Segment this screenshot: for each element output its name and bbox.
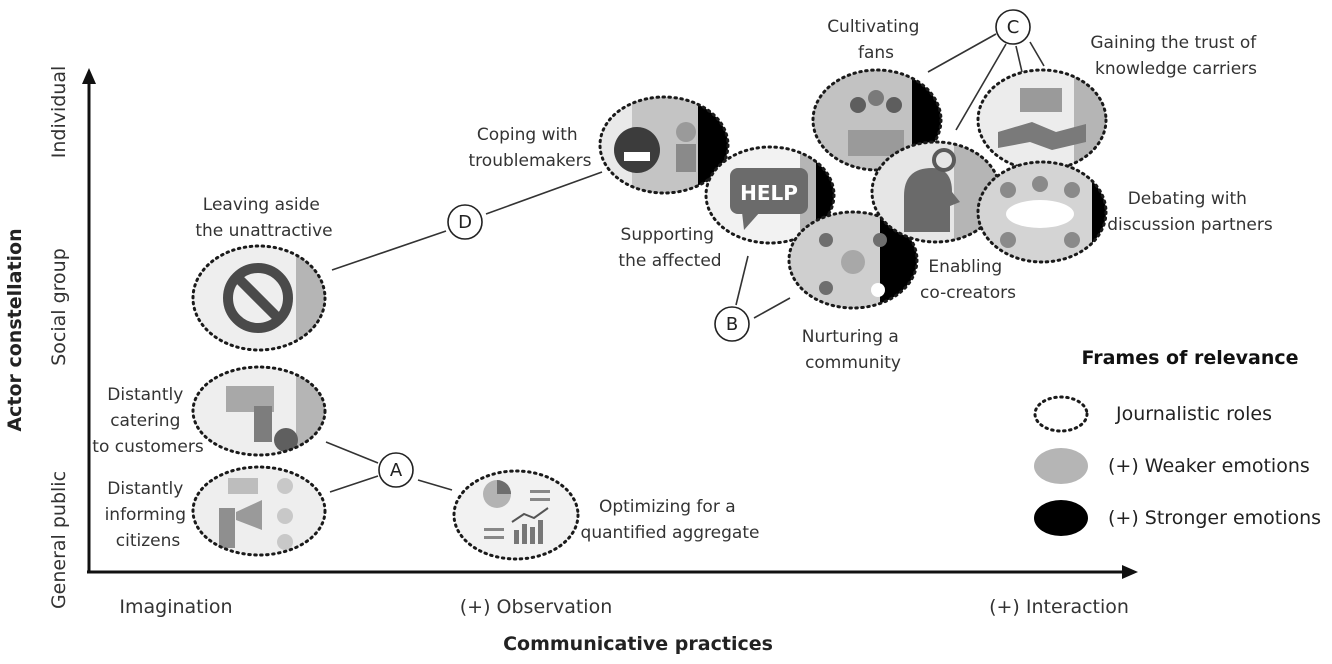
head-profile-icon	[904, 168, 960, 232]
role-label-gaining: Gaining the trust of knowledge carriers	[1090, 33, 1261, 79]
marker-c-label: C	[1007, 17, 1020, 38]
citizen-icon	[277, 478, 293, 494]
fans-group-icon	[848, 130, 904, 156]
role-outline	[452, 469, 580, 561]
role-outline	[811, 68, 943, 172]
handshake-icon	[998, 122, 1086, 150]
megaphone-icon	[236, 500, 262, 530]
legend-item-stronger-emotions: (+) Stronger emotions	[1108, 507, 1321, 529]
role-label-catering: Distantly catering to customers	[92, 385, 204, 457]
role-label-informing: Distantly informing citizens	[105, 479, 192, 551]
speech-bubble-icon	[228, 478, 258, 494]
connector-d-coping	[485, 171, 603, 215]
angry-face-icon	[614, 127, 660, 173]
marker-a: A	[378, 452, 414, 488]
role-outline	[787, 210, 919, 310]
connector-a-catering	[325, 441, 379, 464]
role-label-supporting: Supporting the affected	[618, 225, 721, 271]
x-tick-interaction: (+) Interaction	[989, 596, 1129, 618]
legend: Frames of relevance Journalistic roles (…	[1033, 347, 1321, 536]
connector-c-gaining-1	[1015, 45, 1023, 73]
marker-c: C	[995, 9, 1031, 45]
connector-d-leaving	[331, 230, 447, 271]
role-label-optimizing: Optimizing for a quantified aggregate	[581, 497, 760, 543]
heart-icon	[850, 97, 866, 113]
role-label-debating: Debating with discussion partners	[1107, 189, 1273, 235]
role-outline	[191, 465, 327, 557]
discussion-table-icon	[1006, 200, 1074, 228]
role-label-leaving: Leaving aside the unattractive	[195, 195, 332, 241]
y-axis-arrowhead	[82, 68, 96, 84]
connector-b-nurturing	[753, 297, 791, 319]
gear-icon	[932, 148, 956, 172]
role-debating-discussion-partners: Debating with discussion partners	[976, 160, 1273, 264]
book-icon	[1020, 88, 1062, 112]
x-axis-arrowhead	[1122, 565, 1138, 579]
lightbulb-network-icon	[841, 250, 865, 274]
marker-d: D	[447, 204, 483, 240]
connector-a-optimizing	[417, 479, 453, 491]
role-label-cultivating: Cultivating fans	[827, 17, 925, 63]
role-optimizing-quantified-aggregate: Optimizing for a quantified aggregate	[452, 469, 760, 561]
hand-icon	[254, 406, 272, 442]
role-label-nurturing: Nurturing a community	[802, 327, 904, 373]
help-speech-bubble-icon	[730, 168, 808, 214]
speaker-figure-icon	[219, 508, 235, 548]
connector-c-gaining-2	[1029, 41, 1045, 67]
role-leaving-aside-unattractive: Leaving aside the unattractive	[191, 195, 333, 352]
bar-chart-icon	[514, 530, 519, 544]
legend-swatch-weaker-emotions	[1034, 448, 1088, 484]
y-axis-label: Actor constellation	[4, 228, 26, 431]
x-axis-label: Communicative practices	[503, 633, 773, 655]
connector-b-supporting	[735, 255, 749, 306]
role-enabling-co-creators: Enabling co-creators	[870, 140, 1016, 303]
legend-title: Frames of relevance	[1081, 347, 1298, 369]
role-outline	[598, 95, 730, 195]
role-outline	[704, 145, 836, 245]
troublemaker-figure-icon	[676, 122, 696, 142]
connector-lines	[325, 33, 1045, 493]
role-nurturing-community: Nurturing a community	[787, 210, 919, 373]
marker-b: B	[714, 306, 750, 342]
role-distantly-catering-customers: Distantly catering to customers	[92, 365, 327, 457]
x-tick-imagination: Imagination	[119, 596, 232, 618]
role-outline	[191, 365, 327, 457]
connector-c-cultivating	[927, 33, 997, 73]
legend-swatch-stronger-emotions	[1034, 500, 1088, 536]
legend-swatch-journalistic-roles	[1033, 395, 1089, 433]
role-gaining-trust-knowledge-carriers: Gaining the trust of knowledge carriers	[976, 33, 1261, 172]
stronger-emotion-band	[1092, 162, 1106, 262]
role-coping-troublemakers: Coping with troublemakers	[469, 95, 730, 195]
y-tick-social-group: Social group	[48, 248, 70, 366]
axes	[82, 68, 1138, 579]
y-tick-general-public: General public	[48, 471, 70, 609]
role-outline	[191, 244, 327, 352]
connector-c-enabling	[955, 43, 1007, 131]
x-tick-observation: (+) Observation	[460, 596, 612, 618]
marker-a-label: A	[390, 460, 403, 481]
marker-b-label: B	[726, 314, 738, 335]
role-label-coping: Coping with troublemakers	[469, 125, 592, 171]
help-text: HELP	[740, 181, 798, 205]
legend-item-journalistic-roles: Journalistic roles	[1115, 403, 1272, 425]
marker-d-label: D	[458, 212, 472, 233]
role-label-enabling: Enabling co-creators	[920, 257, 1016, 303]
prohibited-icon	[223, 263, 293, 333]
basket-icon	[274, 428, 298, 452]
y-tick-individual: Individual	[48, 66, 70, 159]
legend-item-weaker-emotions: (+) Weaker emotions	[1108, 455, 1310, 477]
connector-a-informing	[329, 475, 379, 493]
role-distantly-informing-citizens: Distantly informing citizens	[105, 465, 327, 557]
role-outline	[976, 160, 1108, 264]
